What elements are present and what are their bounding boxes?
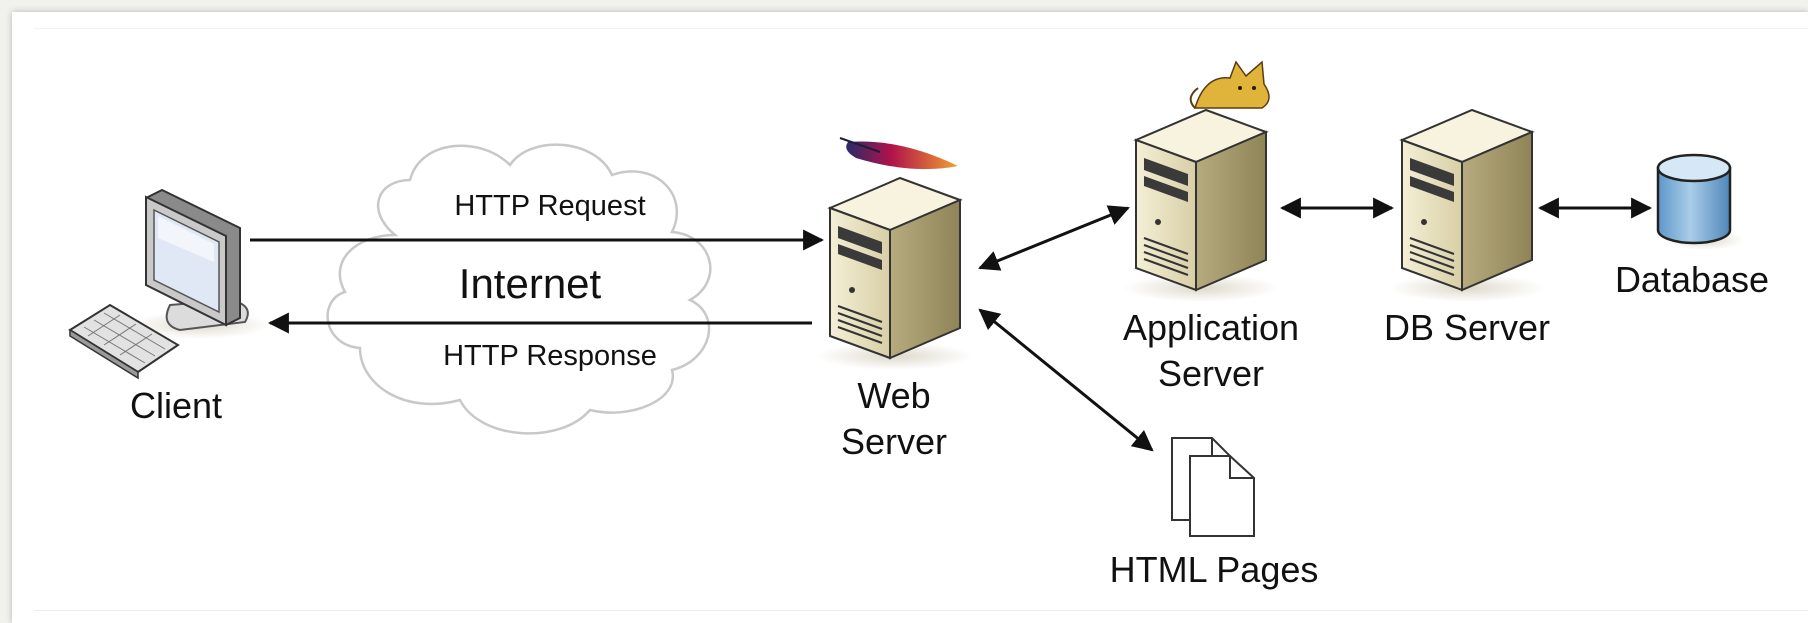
document-pages-icon — [1171, 437, 1255, 537]
http-response-label: HTTP Response — [443, 340, 657, 372]
database-cylinder-icon — [1656, 153, 1745, 250]
application-server-label-line1: Application — [1123, 307, 1299, 348]
client-label: Client — [130, 385, 222, 426]
frame-bottom-rule — [34, 610, 1808, 611]
web-server-label-line2: Server — [841, 421, 947, 462]
apache-feather-icon — [839, 137, 958, 170]
internet-label: Internet — [459, 260, 602, 307]
db-server-label: DB Server — [1384, 307, 1550, 348]
tomcat-cat-icon — [1189, 60, 1270, 109]
web-server-to-html-pages-arrow — [978, 308, 1154, 452]
internet-cloud-icon — [326, 143, 712, 435]
database-label: Database — [1615, 259, 1769, 300]
application-server-tower-icon — [1123, 108, 1279, 302]
html-pages-label: HTML Pages — [1110, 549, 1319, 590]
http-request-label: HTTP Request — [454, 190, 645, 222]
desktop-computer-icon — [68, 188, 270, 380]
web-to-app-server-arrow — [978, 205, 1130, 271]
application-server-label-line2: Server — [1158, 353, 1264, 394]
db-server-tower-icon — [1389, 108, 1545, 302]
web-server-label-line1: Web — [857, 375, 930, 416]
web-server-tower-icon — [817, 176, 973, 370]
frame-top-rule — [34, 28, 1808, 29]
